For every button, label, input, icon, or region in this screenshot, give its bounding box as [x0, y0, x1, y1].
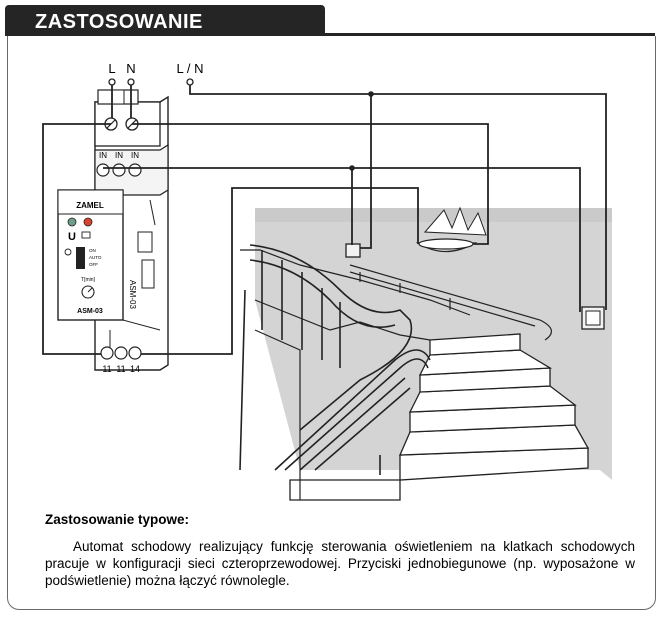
device-asm-03: IN IN IN ZAMEL U ON AUTO OFF T[min] ASM-… [57, 89, 169, 374]
terminal-11b: 11 [116, 364, 125, 374]
brand-logo: ZAMEL [76, 201, 104, 210]
caption-body: Automat schodowy realizujący funkcję ste… [45, 539, 635, 588]
switch-auto: AUTO [89, 255, 102, 260]
section-title: ZASTOSOWANIE [35, 11, 203, 33]
wiring-diagram: IN IN IN ZAMEL U ON AUTO OFF T[min] ASM-… [42, 61, 612, 501]
led-red [83, 217, 93, 227]
side-model-label: ASM-03 [128, 280, 137, 309]
led-green [67, 217, 77, 227]
switch-on: ON [89, 248, 96, 253]
wiring [42, 85, 607, 355]
header-tab: ZASTOSOWANIE [5, 5, 325, 35]
relay-icon [81, 231, 91, 239]
terminal-14: 14 [130, 364, 140, 374]
push-button-upper [345, 243, 361, 258]
mode-switch [76, 247, 85, 269]
lamp-icon [64, 248, 72, 256]
knob-label: T[min] [81, 277, 96, 283]
terminal-l-label: L [108, 61, 115, 76]
content-panel [7, 36, 656, 610]
caption-title: Zastosowanie typowe: [45, 512, 190, 527]
u-symbol: U [68, 231, 76, 243]
switch-off: OFF [89, 262, 98, 267]
terminal-11a: 11 [102, 364, 111, 374]
ceiling-lamp [415, 206, 487, 253]
header-rule [5, 33, 655, 36]
in-label-3: IN [131, 151, 139, 160]
in-label-1: IN [99, 151, 107, 160]
in-label-2: IN [115, 151, 123, 160]
terminal-ln-label: L / N [177, 61, 204, 76]
terminal-n-label: N [126, 61, 135, 76]
stairwell-illustration [239, 206, 612, 501]
model-label: ASM-03 [77, 308, 103, 315]
